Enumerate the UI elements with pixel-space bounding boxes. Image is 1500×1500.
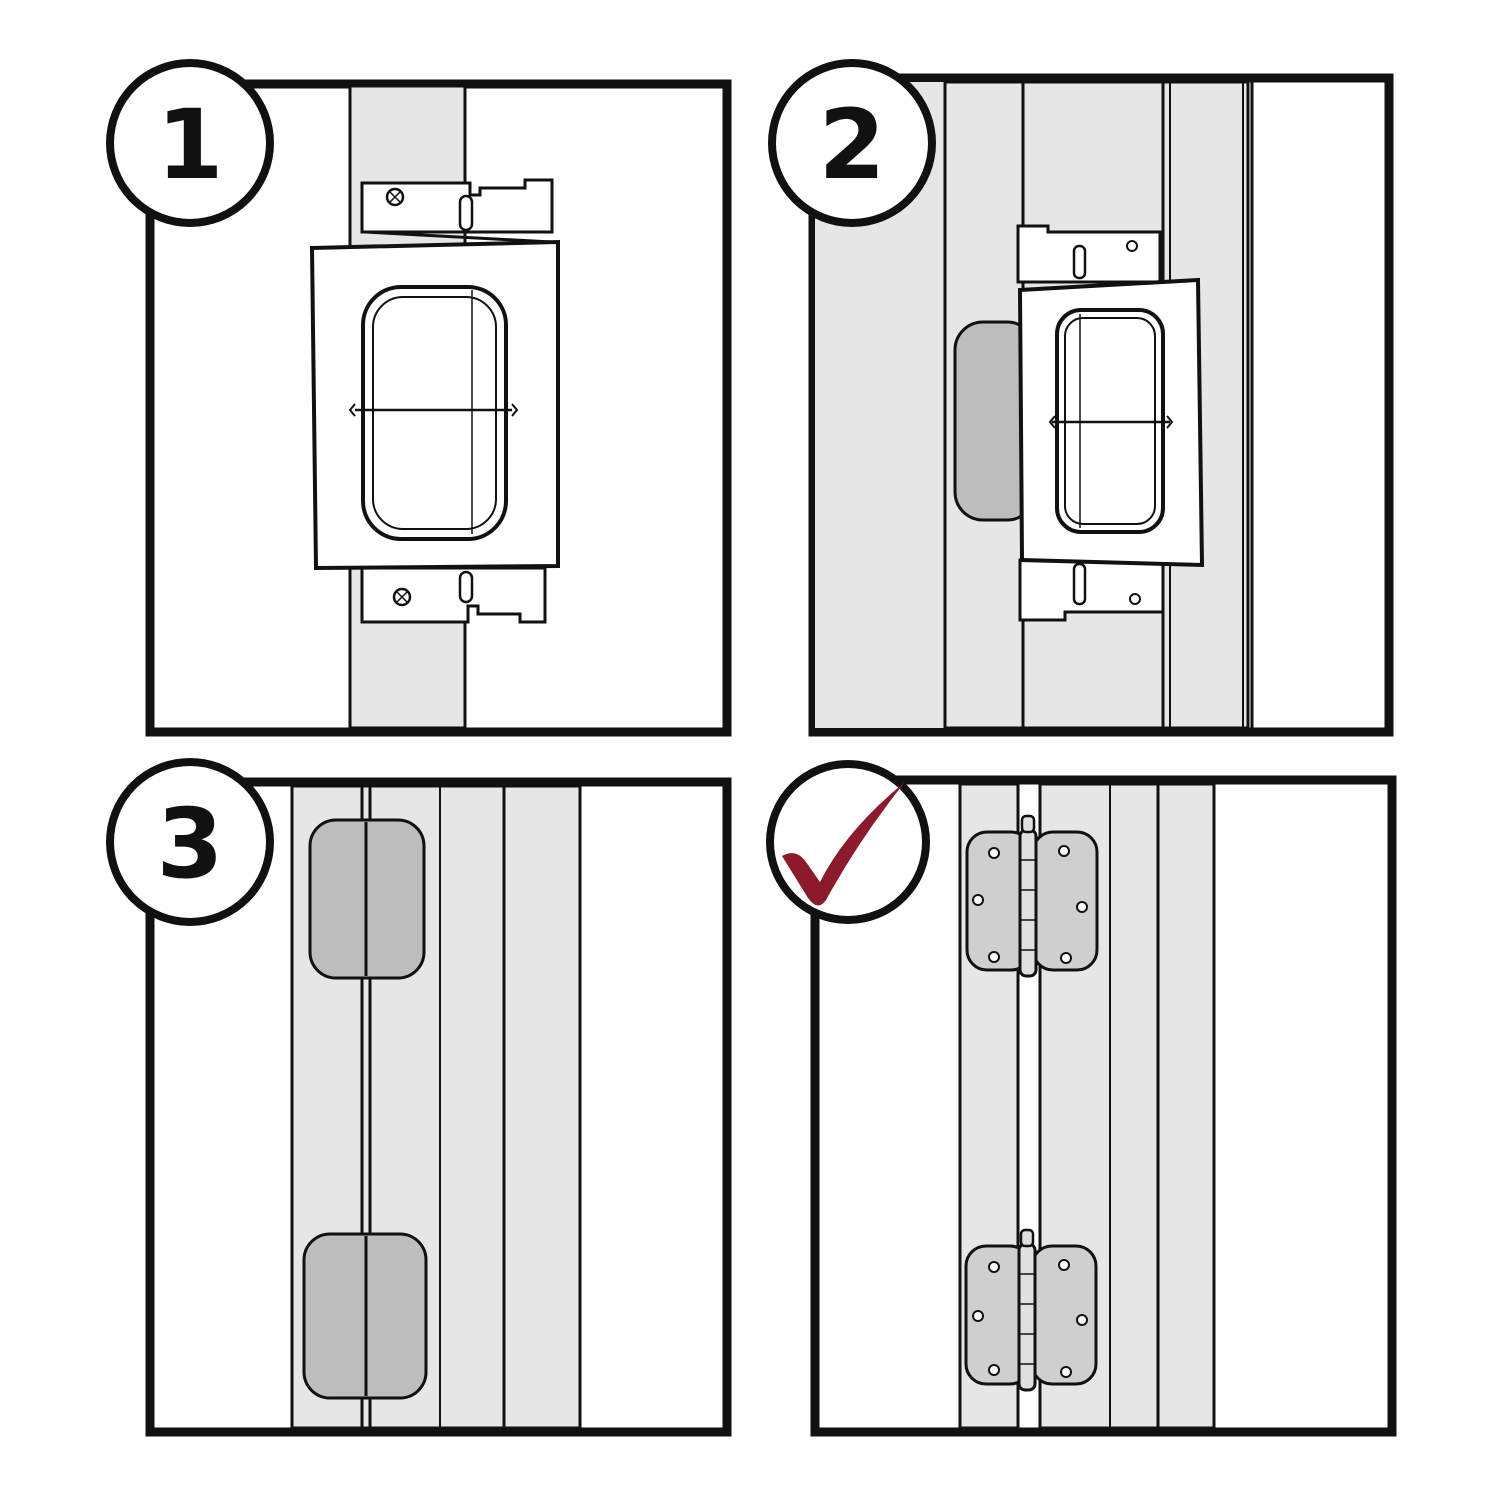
template-top-bracket [360, 178, 554, 234]
guide-pin [1072, 244, 1087, 280]
step-badge-3 [106, 758, 274, 926]
step-badge-1 [106, 59, 274, 227]
step-number-3: 3 [157, 788, 224, 900]
hinge-knuckle [1018, 828, 1038, 978]
check-mark-icon [782, 782, 905, 906]
door-stop [1156, 782, 1216, 1430]
panel-step-3: 3 [106, 758, 732, 1437]
step-number-1: 1 [157, 89, 224, 201]
guide-pin [458, 194, 474, 232]
panel-step-1: 1 [106, 59, 732, 737]
template-top-bracket [1016, 224, 1162, 284]
step-number-2: 2 [819, 89, 886, 201]
template-bottom-bracket [360, 566, 547, 624]
screw-icon [1129, 593, 1141, 605]
guide-pin [458, 570, 474, 604]
step-badge-2 [768, 59, 936, 227]
hinge-top [965, 814, 1099, 978]
screw-icon [1126, 240, 1138, 252]
hinge-pin [1020, 814, 1036, 834]
panel-step-2: 2 [768, 59, 1394, 737]
panel-step-done [766, 760, 1397, 1437]
hinge-bottom [964, 1228, 1098, 1392]
guide-pin [1072, 562, 1087, 606]
door-stop [502, 784, 582, 1430]
template-opening [361, 285, 508, 541]
hinge-pin [1019, 1228, 1035, 1248]
hinge-knuckle [1017, 1242, 1037, 1392]
template-bottom-bracket [1018, 558, 1165, 622]
